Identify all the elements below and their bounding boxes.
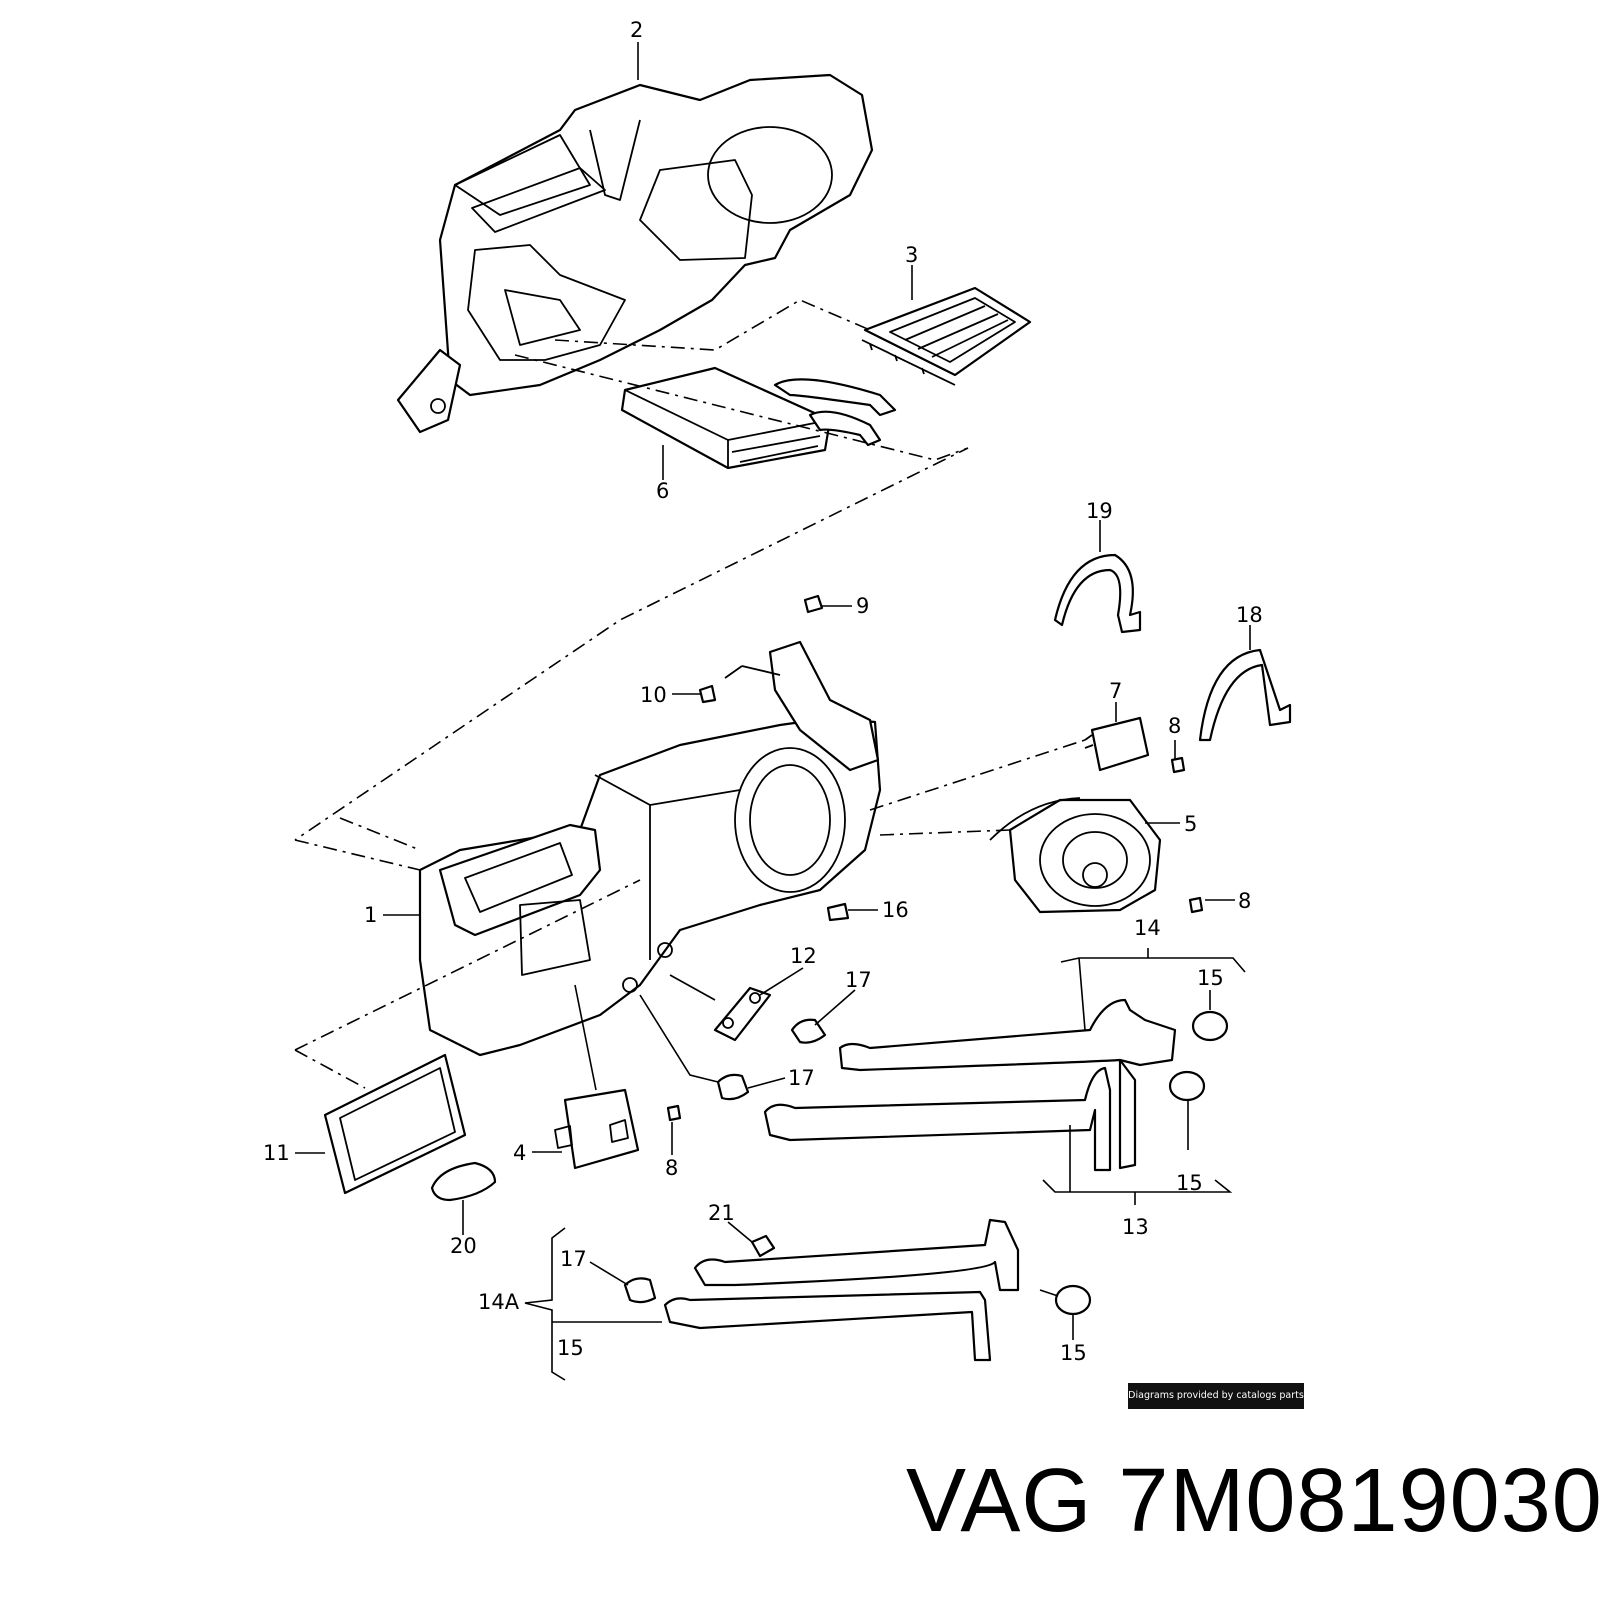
coolant-hoses [763,998,1229,1172]
callout-20: 20 [450,1234,477,1258]
callout-3: 3 [905,243,918,267]
assembly-lines-lower [294,739,1086,1089]
callout-13: 13 [1122,1215,1149,1239]
callout-7: 7 [1109,679,1122,703]
callout-17-lower: 17 [560,1247,587,1271]
callout-15-14a-left: 15 [557,1336,584,1360]
leader-lines [295,42,1251,1381]
air-flap-grille [861,286,1032,386]
cable-ties [1053,553,1292,742]
part-title: VAG 7M0819030 [906,1450,1600,1553]
small-fittings [623,902,850,1304]
callout-2: 2 [630,18,643,42]
callout-11: 11 [263,1141,290,1165]
hose-assembly-14a [663,1218,1092,1362]
part-number: 7M0819030 [1118,1451,1600,1551]
callout-15-upper: 15 [1197,966,1224,990]
watermark-badge: Diagrams provided by catalogs parts [1128,1383,1304,1409]
callout-8-actuator: 8 [665,1156,678,1180]
callout-19: 19 [1086,499,1113,523]
callout-6: 6 [656,479,669,503]
callout-12: 12 [790,944,817,968]
filter-frame [323,1053,467,1195]
callout-9: 9 [856,594,869,618]
callout-15-14a-right: 15 [1060,1341,1087,1365]
blower-resistor [1084,716,1150,772]
callout-5: 5 [1184,812,1197,836]
callout-15-lower: 15 [1176,1171,1203,1195]
callout-4: 4 [513,1141,526,1165]
screws [666,594,1204,1122]
callout-labels: 2 3 6 19 18 9 10 7 8 5 8 1 16 14 12 15 1… [263,18,1263,1365]
heater-core [620,366,897,470]
main-heater-box [418,640,882,1057]
assembly-lines-upper [294,299,969,871]
blanking-plug [430,1161,497,1202]
callout-14: 14 [1134,916,1161,940]
callout-18: 18 [1236,603,1263,627]
upper-heater-housing [396,73,874,434]
callout-8-blower: 8 [1238,889,1251,913]
flap-actuator [554,1088,640,1170]
callout-17-middle: 17 [788,1066,815,1090]
blower-motor [989,797,1162,914]
brand-name: VAG [906,1451,1093,1551]
callout-10: 10 [640,683,667,707]
callout-17-upper: 17 [845,968,872,992]
callout-1: 1 [364,903,377,927]
callout-14a: 14A [478,1290,520,1314]
callout-21: 21 [708,1201,735,1225]
callout-16: 16 [882,898,909,922]
callout-8-resistor: 8 [1168,714,1181,738]
